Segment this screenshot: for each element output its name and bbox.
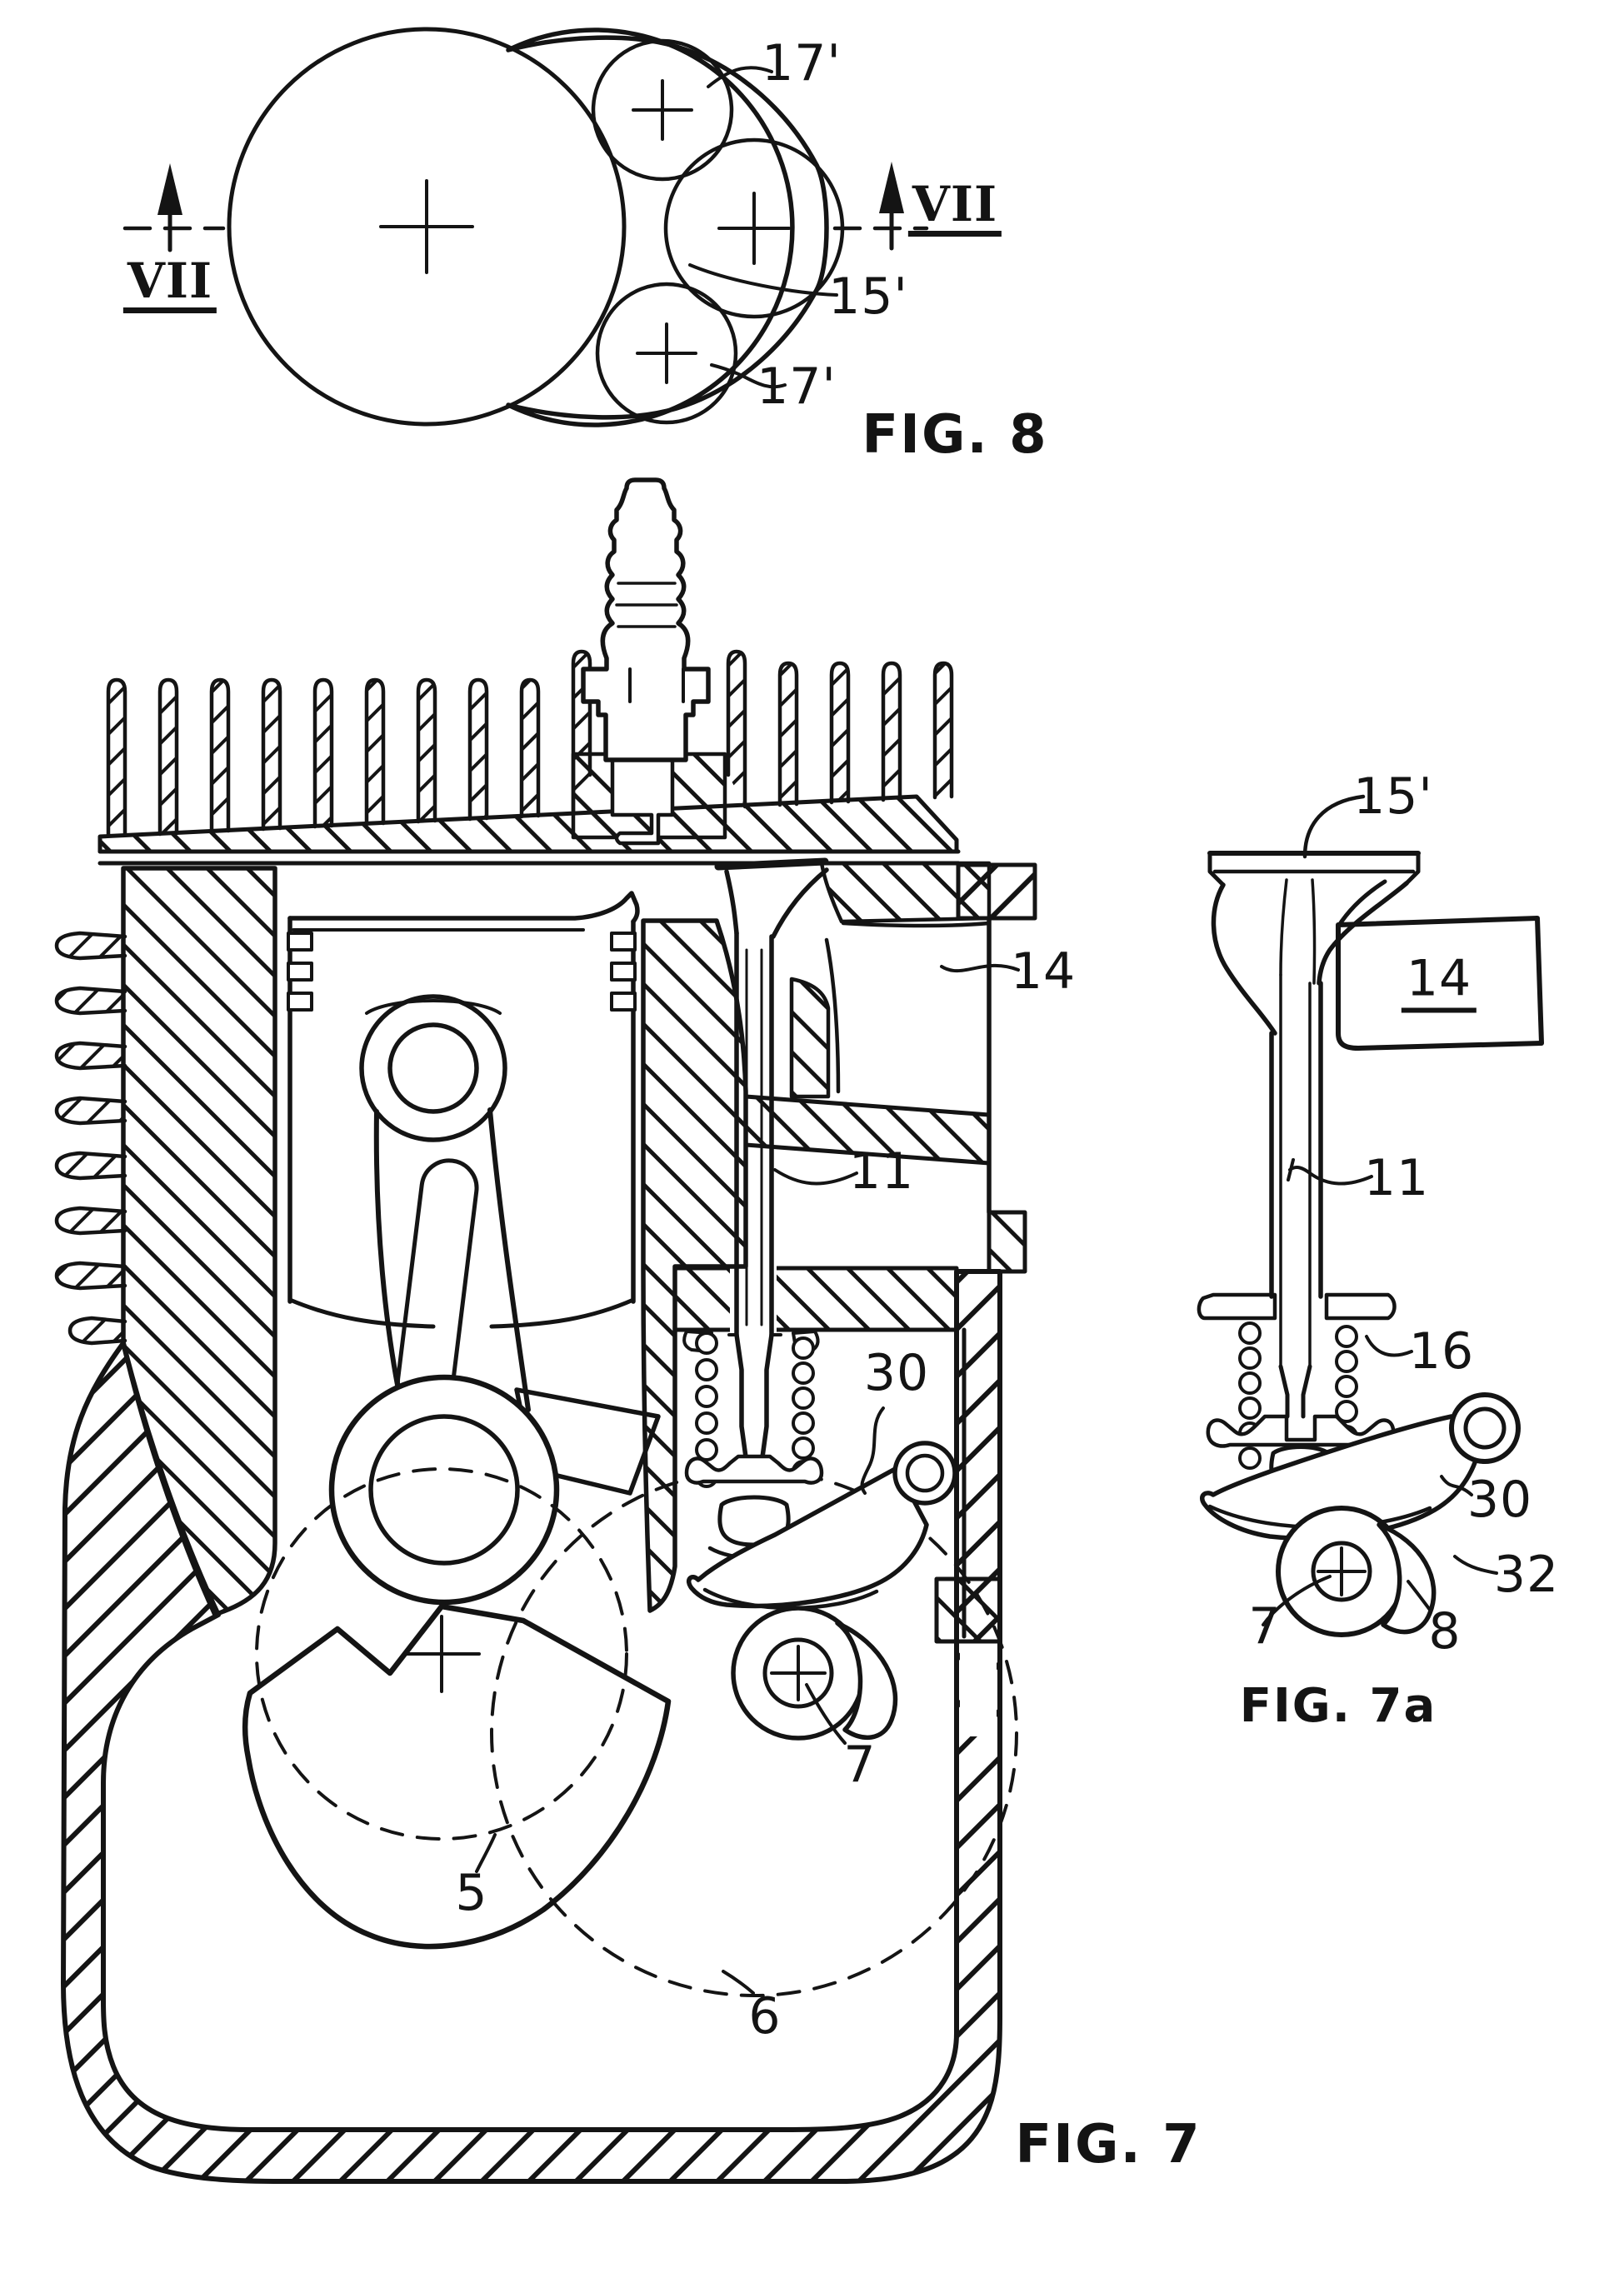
crank-dashed-circle xyxy=(255,1467,628,1841)
spring-retainer xyxy=(684,1454,824,1485)
ref-label-7-7a: 7 xyxy=(1248,1597,1282,1656)
section-label-vii-right: VII xyxy=(907,180,1002,237)
ref-label-32-7a: 32 xyxy=(1493,1546,1560,1604)
section-line-left xyxy=(122,163,226,252)
cylinder-wall-left xyxy=(121,866,277,1617)
cam-7a xyxy=(1276,1506,1437,1637)
fig7a-caption: FIG. 7a xyxy=(1239,1679,1437,1733)
spark-plug xyxy=(581,477,711,846)
wrist-pin xyxy=(359,994,507,1142)
leader-15 xyxy=(688,263,838,297)
ref-label-17prime-top: 17' xyxy=(762,34,842,92)
cam-follower-arm xyxy=(687,1466,929,1609)
valve-circle-top xyxy=(591,38,734,182)
fig7-caption: FIG. 7 xyxy=(1015,2114,1202,2176)
ref-label-11: 11 xyxy=(848,1142,915,1201)
leader-11-7a xyxy=(1287,1158,1373,1186)
cam-follower-7a xyxy=(1200,1414,1482,1541)
fig7a-drawing xyxy=(1197,794,1544,1637)
piston-rings xyxy=(287,932,637,1012)
ref-label-15prime: 15' xyxy=(828,267,908,326)
counterweight xyxy=(242,1603,672,1950)
port-left-line xyxy=(824,937,841,1094)
section-line-right xyxy=(832,162,929,251)
valve xyxy=(724,867,829,1466)
ref-label-15prime-7a: 15' xyxy=(1353,767,1433,826)
leader-14 xyxy=(940,963,1020,973)
ref-label-14: 14 xyxy=(1010,942,1077,1001)
leader-5 xyxy=(475,1833,497,1873)
fig8-drawing xyxy=(122,27,929,427)
ref-label-8-7a: 8 xyxy=(1428,1602,1462,1661)
port-block-7a xyxy=(1336,916,1544,1051)
follower-pivot xyxy=(892,1441,957,1506)
valve-circle-bottom xyxy=(595,282,738,425)
ref-label-17prime-bottom: 17' xyxy=(757,357,837,416)
port-top-line xyxy=(841,921,992,928)
valve-spring xyxy=(695,1331,815,1488)
spring-chamber-ceiling xyxy=(672,1266,959,1332)
ref-label-7: 7 xyxy=(843,1736,877,1794)
ref-label-16-7a: 16 xyxy=(1408,1322,1475,1381)
leader-32-7a xyxy=(1453,1555,1498,1575)
wall-block xyxy=(934,1576,1002,1644)
valve-guide-hatch xyxy=(789,977,831,1099)
leader-7 xyxy=(805,1683,847,1745)
leader-15p-7a xyxy=(1302,794,1366,859)
ref-label-11-7a: 11 xyxy=(1363,1149,1430,1207)
crankcase xyxy=(61,1269,1002,2184)
fig7-drawing xyxy=(54,477,1037,2184)
cooling-fins-top xyxy=(106,649,954,838)
piston xyxy=(287,891,640,1329)
crankshaft xyxy=(242,1374,672,1950)
leader-6 xyxy=(722,1970,755,1995)
cam-gear-dashed-circle xyxy=(490,1469,1018,1997)
leader-16-7a xyxy=(1365,1335,1413,1357)
ref-label-5: 5 xyxy=(455,1864,488,1922)
leader-7-7a xyxy=(1262,1575,1332,1626)
section-label-vii-left: VII xyxy=(122,257,217,313)
cooling-fins-left xyxy=(54,931,127,1346)
leader-11 xyxy=(773,1168,858,1186)
fig8-caption: FIG. 8 xyxy=(862,404,1048,466)
cylinder-bore-circle xyxy=(227,27,627,427)
right-flange xyxy=(987,1210,1027,1274)
leader-30-7a xyxy=(1440,1475,1473,1496)
valve-seat-band xyxy=(819,861,992,924)
ref-label-14-7a: 14 xyxy=(1401,954,1477,1013)
leader-17-top xyxy=(707,66,773,88)
ref-label-30: 30 xyxy=(863,1344,930,1402)
ref-label-30-7a: 30 xyxy=(1467,1471,1533,1529)
ref-label-6: 6 xyxy=(748,1987,782,2046)
camshaft-cam xyxy=(731,1606,898,1741)
leader-30 xyxy=(860,1406,885,1495)
leader-17-bottom xyxy=(710,363,787,389)
leader-8-7a xyxy=(1407,1580,1432,1611)
connecting-rod xyxy=(359,994,531,1424)
